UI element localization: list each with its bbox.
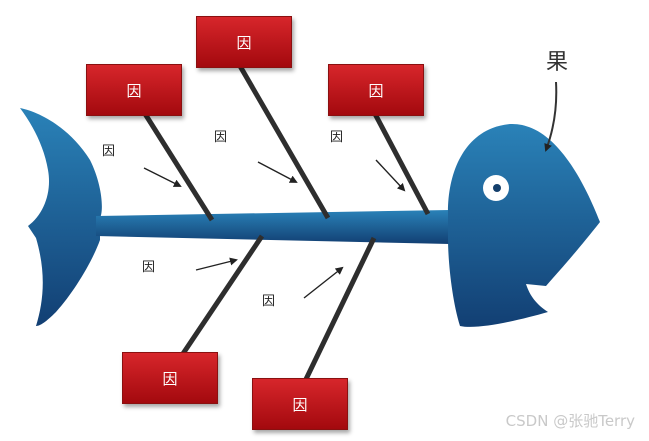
cause-box-bottom-left: 因 [122,352,218,404]
sub-cause-label-upper-3: 因 [330,130,344,145]
effect-arrow [544,81,558,152]
sub-cause-arrow-upper-2 [257,161,298,183]
fish-head [448,123,600,327]
sub-cause-arrow-lower-2 [303,266,344,299]
sub-cause-label-upper-2: 因 [214,130,228,145]
cause-box-top-center: 因 [196,16,292,68]
bone-top-right [371,110,431,216]
effect-label: 果 [546,50,569,75]
bone-bottom-right [293,236,377,402]
cause-box-bottom-right: 因 [252,378,348,430]
sub-cause-arrow-upper-1 [143,167,182,187]
cause-box-top-left: 因 [86,64,182,116]
fish-spine [96,210,450,244]
fish-pupil [493,184,501,192]
sub-cause-arrow-lower-1 [195,257,238,271]
bone-top-center [237,64,331,220]
sub-cause-label-upper-1: 因 [102,144,116,159]
sub-cause-label-lower-2: 因 [262,294,276,309]
watermark: CSDN @张驰Terry [505,412,635,430]
cause-box-top-right: 因 [328,64,424,116]
sub-cause-label-lower-1: 因 [142,260,156,275]
fish-tail [20,108,102,326]
sub-cause-arrow-upper-3 [375,159,406,192]
